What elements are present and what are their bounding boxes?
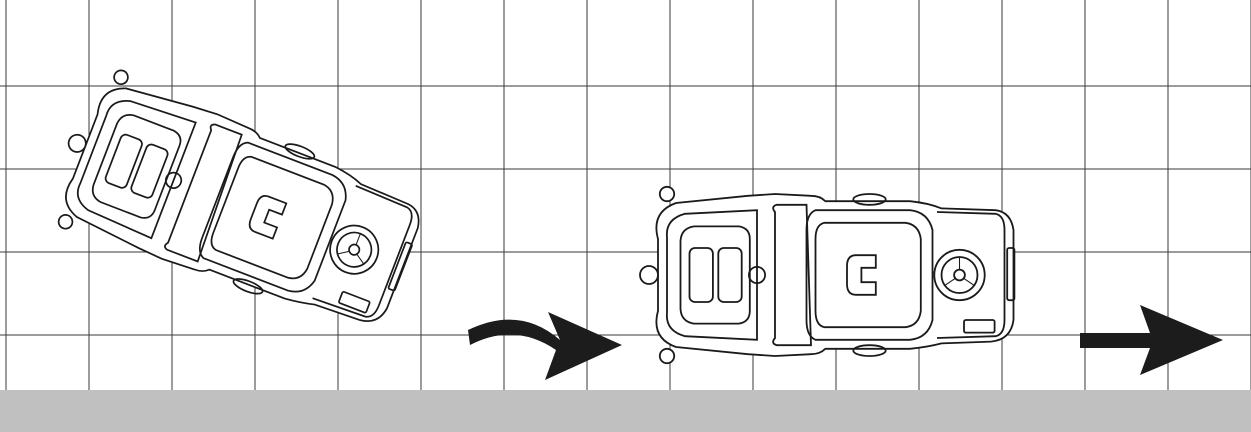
curved-motion-arrow: [468, 312, 622, 380]
machine-straight: [639, 185, 1016, 365]
floor-grid: [0, 0, 1251, 419]
machine-turning: [38, 60, 435, 349]
floor-strip: [0, 390, 1251, 432]
straight-motion-arrow: [1080, 305, 1223, 375]
